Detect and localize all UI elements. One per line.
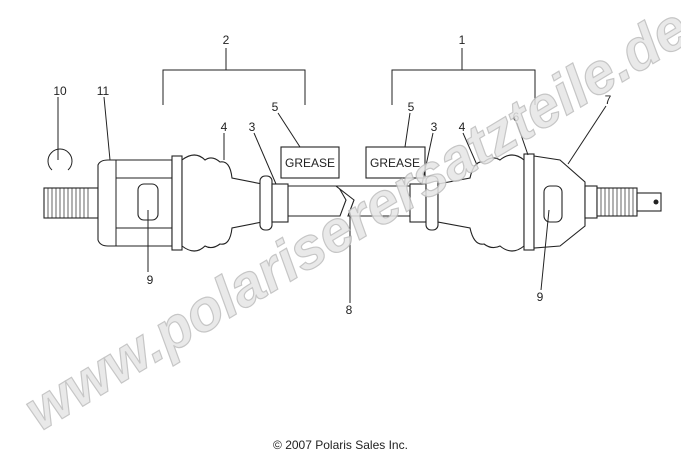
leader-lines [57, 96, 607, 303]
callout-2: 2 [223, 33, 230, 47]
housing-ring-left [171, 155, 183, 251]
boot-clamp-left [271, 183, 289, 223]
callout-4-right: 4 [459, 120, 466, 134]
housing-ring-right [523, 153, 535, 251]
spline-lines [47, 188, 89, 218]
callout-5-right: 5 [408, 100, 415, 114]
snap-ring [47, 148, 73, 171]
left-spline-stub [43, 187, 99, 219]
grease-label-left: GREASE [285, 156, 335, 170]
bearing-clamp-right [543, 185, 563, 223]
callout-10: 10 [53, 84, 67, 98]
callout-8: 8 [346, 303, 353, 317]
grease-box-left [280, 146, 340, 179]
callout-3-left: 3 [249, 120, 256, 134]
assembly-bracket-2 [162, 48, 306, 105]
copyright-text: © 2007 Polaris Sales Inc. [273, 438, 408, 452]
threaded-end [636, 192, 662, 212]
callout-9-right: 9 [537, 290, 544, 304]
callout-5-left: 5 [272, 100, 279, 114]
callout-11: 11 [97, 84, 110, 98]
assembly-bracket-1 [391, 48, 536, 105]
callout-7: 7 [605, 93, 612, 107]
callout-1: 1 [459, 33, 466, 47]
grease-box-right [365, 146, 426, 179]
callout-6: 6 [513, 110, 520, 124]
shaft-bar [284, 185, 421, 217]
callout-9-left: 9 [147, 273, 154, 287]
callout-3-right: 3 [431, 120, 438, 134]
grease-label-right: GREASE [370, 156, 420, 170]
callout-4-left: 4 [221, 120, 228, 134]
inner-cv-housing [97, 159, 173, 247]
cv-boot-left [181, 154, 263, 252]
